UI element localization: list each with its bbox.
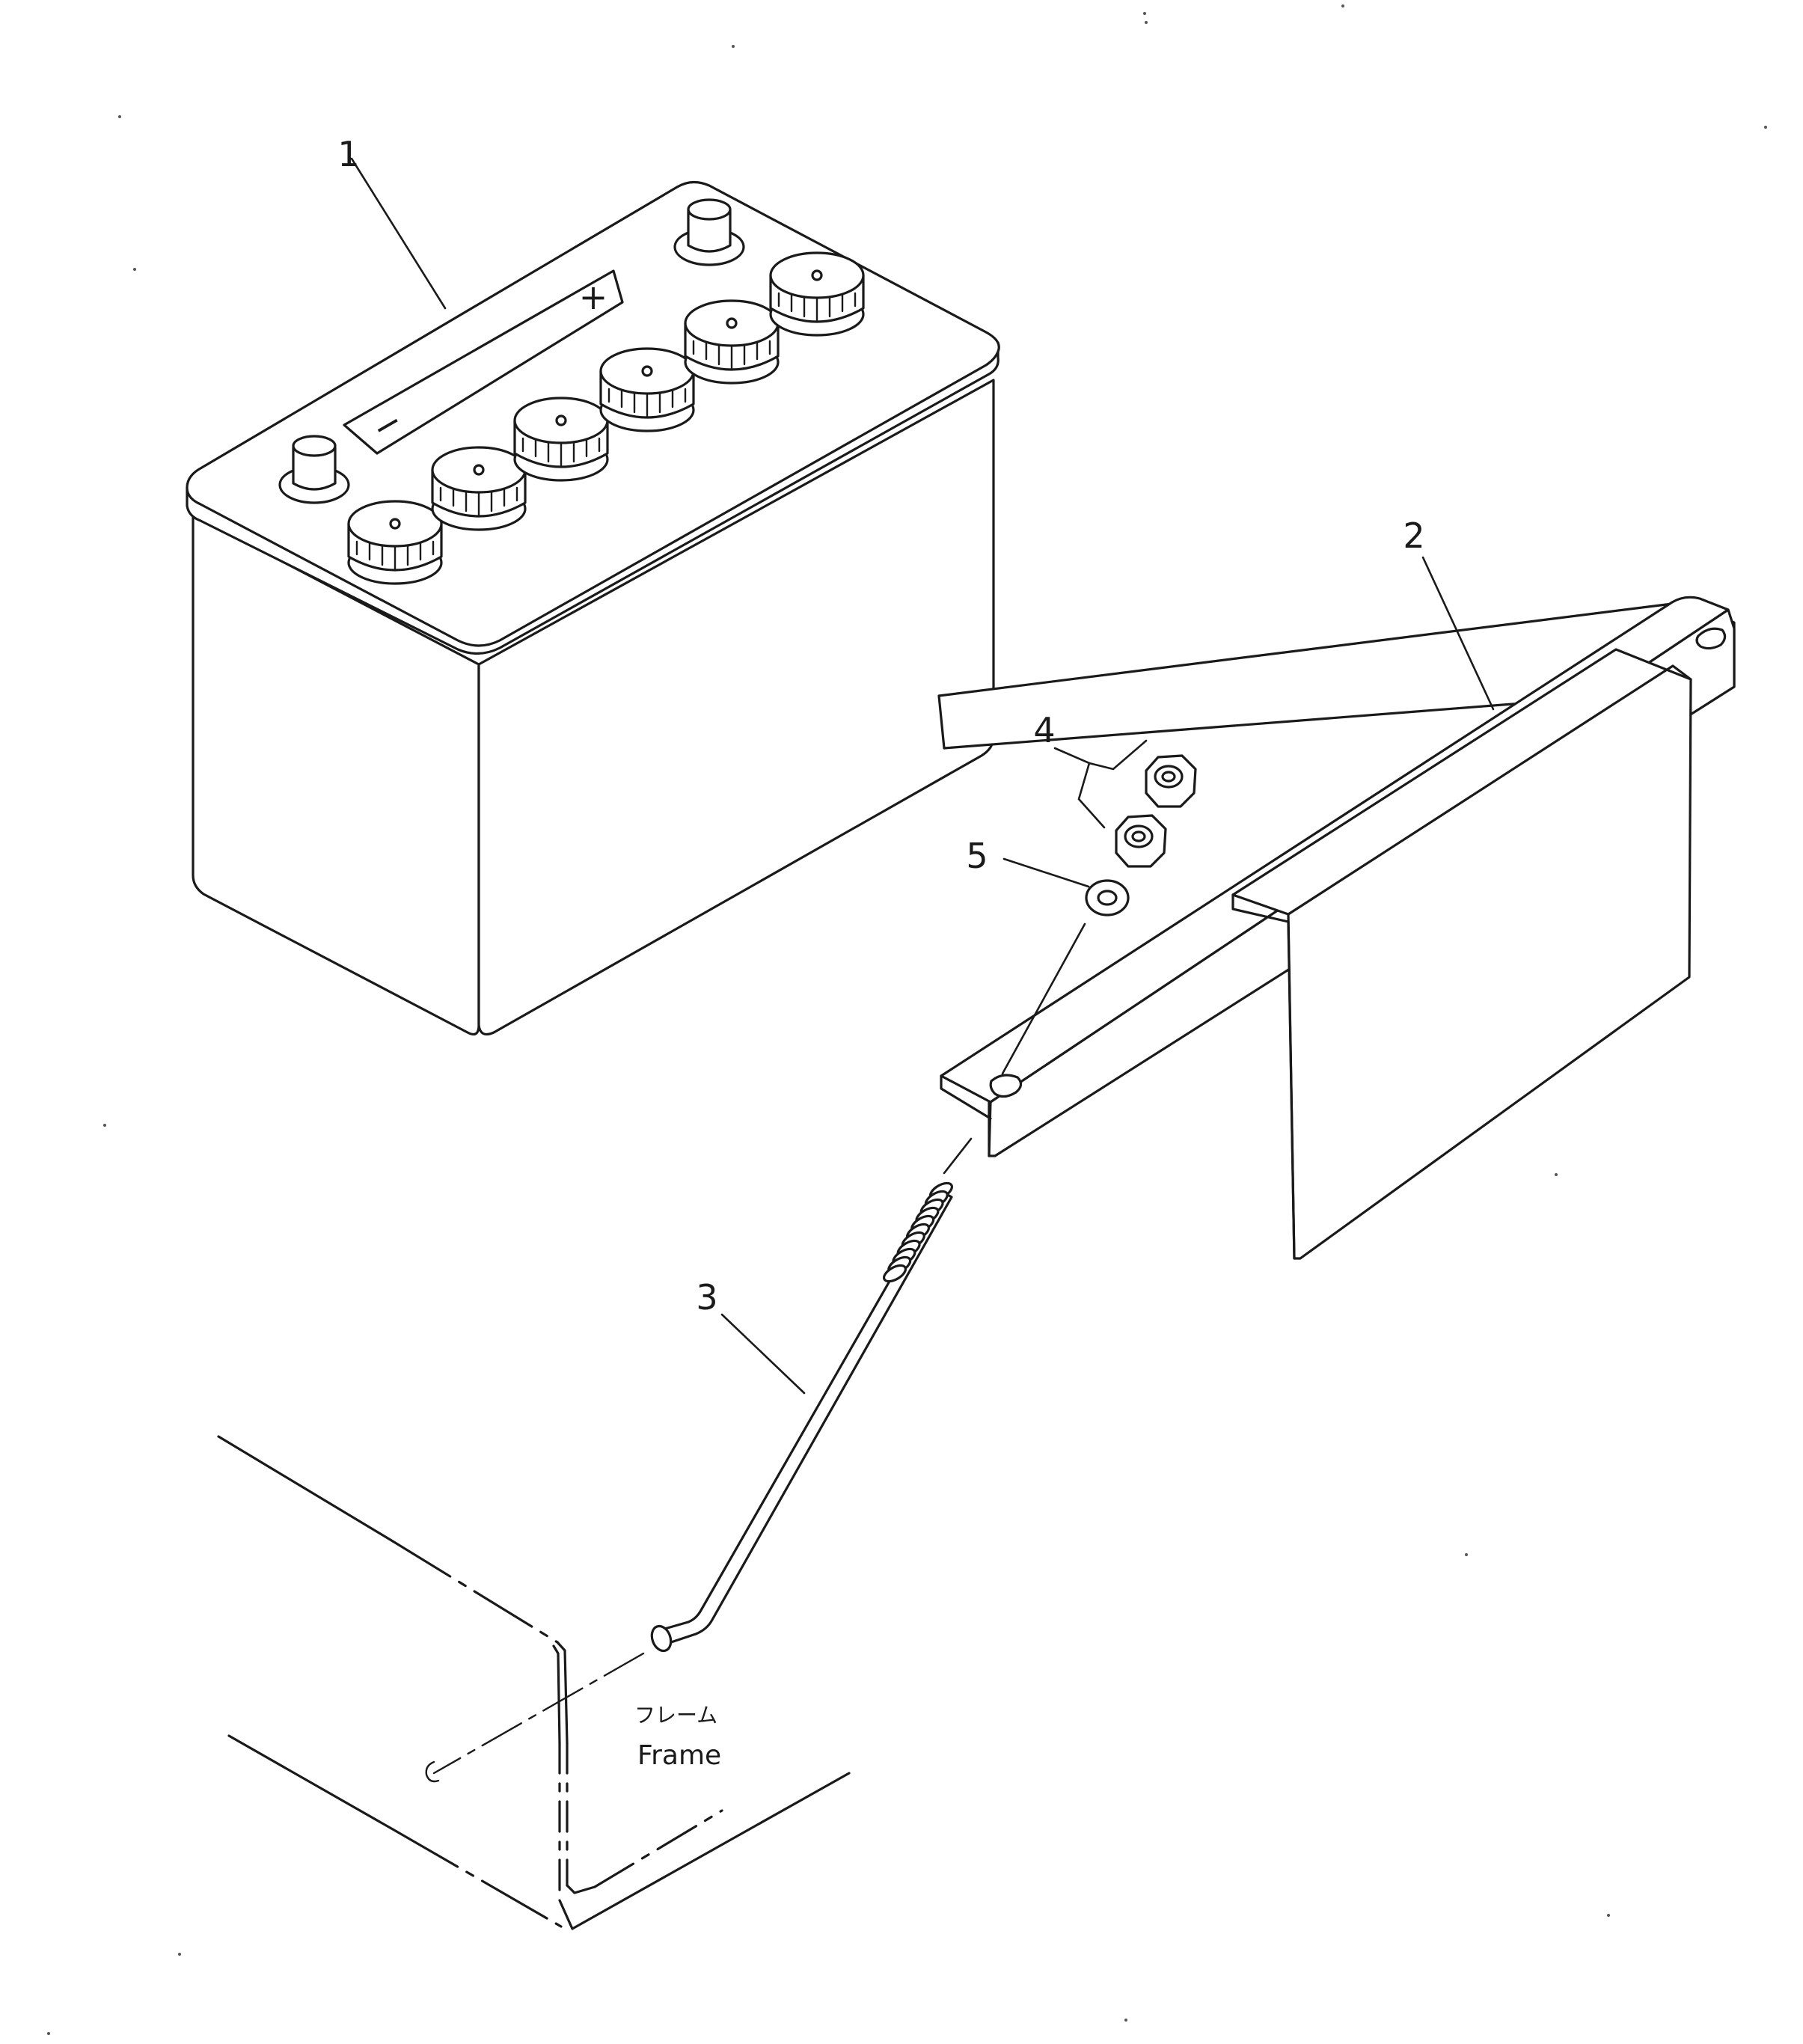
- battery: + −: [186, 180, 1000, 1035]
- callout-nut: 4: [1033, 710, 1055, 750]
- callout-battery: 1: [337, 134, 359, 174]
- bracket-left-end: [940, 1074, 992, 1157]
- leader-lines: [350, 157, 1495, 1395]
- bracket-hole-rear: [1695, 627, 1727, 650]
- positive-terminal: [673, 198, 745, 266]
- vent-cap: [599, 347, 695, 432]
- frame: [217, 1435, 851, 1930]
- frame-note-english: Frame: [637, 1740, 721, 1771]
- frame-hole-mark: [425, 1760, 440, 1783]
- bolt: [650, 1181, 954, 1653]
- nut-upper: [1145, 754, 1197, 808]
- bolt-threads: [882, 1181, 954, 1283]
- frame-top-edge: [217, 1435, 394, 1543]
- vent-cap: [769, 251, 865, 337]
- frame-note-japanese: フレーム: [634, 1703, 717, 1728]
- bolt-end: [650, 1624, 673, 1653]
- vent-cap: [431, 446, 527, 531]
- callout-bracket: 2: [1403, 515, 1424, 556]
- scan-specks: [47, 4, 1767, 2035]
- washer: [1085, 879, 1130, 917]
- vent-cap: [347, 500, 443, 585]
- bracket: [937, 596, 1736, 1260]
- vent-cap: [684, 299, 780, 385]
- vent-cap: [513, 397, 609, 482]
- battery-label-panel: [343, 269, 624, 455]
- nut-lower: [1115, 814, 1167, 868]
- callout-bolt: 3: [696, 1277, 717, 1318]
- bracket-hole-front: [989, 1074, 1023, 1098]
- vent-caps: [347, 251, 865, 585]
- callout-washer: 5: [966, 836, 988, 876]
- positive-terminal-label: +: [579, 277, 608, 317]
- negative-terminal: [278, 435, 350, 504]
